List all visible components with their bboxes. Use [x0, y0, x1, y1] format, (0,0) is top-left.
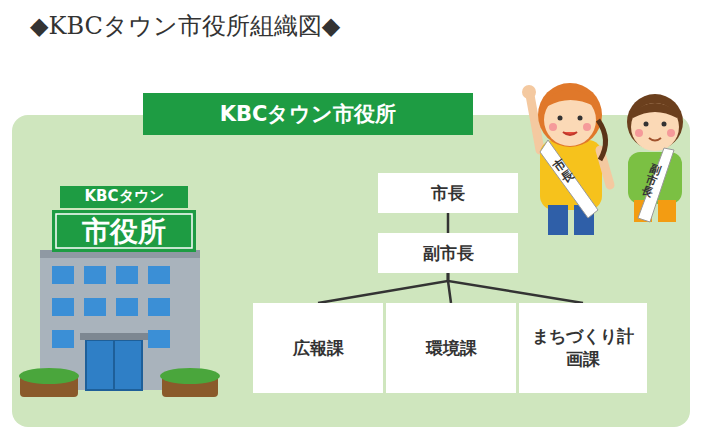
department-box: 環境課: [386, 303, 516, 393]
department-box: 広報課: [253, 303, 383, 393]
sign-text: 市役所: [82, 213, 166, 251]
box-text: まちづくり計画課: [527, 325, 639, 371]
box-text: 市長: [431, 182, 465, 205]
org-box: 副市長: [378, 233, 518, 273]
background-panel: [12, 115, 690, 427]
connector-line: [447, 213, 450, 233]
box-text: 広報課: [293, 337, 344, 360]
department-box: まちづくり計画課: [519, 303, 647, 393]
diagram-title: ◆KBCタウン市役所組織図◆: [30, 10, 340, 42]
mayor-character: [522, 83, 610, 235]
org-box: 市長: [378, 173, 518, 213]
box-text: 副市長: [423, 242, 474, 265]
connector-line: [318, 273, 448, 303]
title-band: KBCタウン市役所: [143, 93, 473, 135]
deputy-mayor-character: [627, 94, 683, 222]
connector-line: [448, 273, 451, 303]
connector-line: [448, 273, 583, 303]
city-hall-illustration: [19, 186, 220, 397]
sign-text: KBCタウン: [84, 187, 163, 206]
box-text: 環境課: [426, 337, 477, 360]
box-text: KBCタウン市役所: [220, 100, 397, 128]
